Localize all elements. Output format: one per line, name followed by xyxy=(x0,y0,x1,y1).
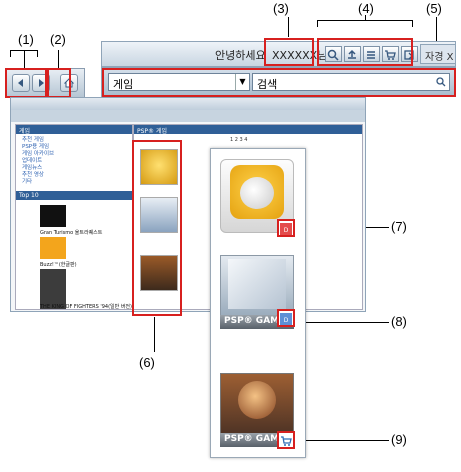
right-panel-head: PSP® 게임 xyxy=(134,125,362,135)
close-button[interactable]: 자경 X xyxy=(420,44,456,64)
demo-badge-1[interactable]: D xyxy=(277,219,295,237)
callout-4: (4) xyxy=(358,1,374,16)
pagination[interactable]: 1 2 3 4 xyxy=(230,137,248,143)
callout-1: (1) xyxy=(18,32,34,47)
highlight-toolbar xyxy=(317,38,413,66)
back-button[interactable] xyxy=(12,74,30,92)
menu-item[interactable]: 게임 아카이브 xyxy=(22,151,55,157)
search-icon[interactable] xyxy=(436,77,446,87)
menu-item[interactable]: 기타 xyxy=(22,179,33,185)
top-bar: 안녕하세요 XXXXXX님! 자경 X xyxy=(101,41,456,67)
game-title-2[interactable]: Buzz!™(한글판) xyxy=(40,262,77,268)
arrow-right-icon xyxy=(39,79,44,87)
callout-6: (6) xyxy=(139,355,155,370)
leader-2 xyxy=(58,50,59,70)
callout-3: (3) xyxy=(273,1,289,16)
category-select[interactable]: 게임 ▼ xyxy=(108,73,250,91)
callout-2: (2) xyxy=(50,32,66,47)
main-window: 게임 추천 게임 PSP용 게임 게임 아카이브 업데이트 게임뉴스 추천 영상… xyxy=(10,97,366,312)
cart-icon xyxy=(385,50,396,60)
toolbar-button-2[interactable] xyxy=(344,46,361,62)
cart-icon xyxy=(281,436,292,446)
menu-item[interactable]: 추천 게임 xyxy=(22,137,44,143)
highlight-thumbnails xyxy=(132,140,182,316)
upload-icon xyxy=(348,49,356,59)
demo-icon: D xyxy=(280,313,292,325)
demo-badge-2[interactable]: D xyxy=(277,309,295,327)
leader-8 xyxy=(297,322,389,323)
chevron-down-icon[interactable]: ▼ xyxy=(235,74,249,90)
top10-head: Top 10 xyxy=(16,191,132,200)
game-title-3[interactable]: THE KING OF FIGHTERS '94(일반 버전) xyxy=(40,304,132,310)
game-thumb-a[interactable] xyxy=(140,149,178,185)
svg-text:D: D xyxy=(284,227,289,234)
psp-game-label-2: PSP® GAME xyxy=(220,315,294,329)
leader-3 xyxy=(288,17,289,37)
username-text[interactable]: XXXXXX님! xyxy=(272,49,332,62)
thumbnail-popup: D PSP® GAME D PSP® GAME xyxy=(210,148,306,458)
highlight-nav xyxy=(5,68,47,98)
toolbar-button-4[interactable] xyxy=(382,46,399,62)
list-icon xyxy=(367,51,375,59)
leader-1 xyxy=(24,50,25,68)
callout-9: (9) xyxy=(391,432,407,447)
game-tile-3[interactable]: PSP® GAME xyxy=(220,373,294,447)
search-bar: 게임 ▼ 검색 xyxy=(101,67,456,97)
leader-4 xyxy=(365,15,366,20)
toolbar-button-5[interactable] xyxy=(401,46,418,62)
search-input[interactable]: 검색 xyxy=(252,73,450,91)
game-thumb-1[interactable] xyxy=(40,205,66,227)
callout-5: (5) xyxy=(426,1,442,16)
menu-item[interactable]: 추천 영상 xyxy=(22,172,44,178)
callout-8: (8) xyxy=(391,314,407,329)
cart-badge[interactable] xyxy=(277,431,295,449)
callout-7: (7) xyxy=(391,219,407,234)
window-search-bar xyxy=(11,110,365,122)
game-title-1[interactable]: Gran Turismo 울트라퀘스트 xyxy=(40,230,103,236)
game-thumb-c[interactable] xyxy=(140,255,178,291)
highlight-home xyxy=(47,68,71,98)
game-thumb-3[interactable] xyxy=(40,269,66,309)
highlight-username xyxy=(264,38,314,66)
menu-item[interactable]: 게임뉴스 xyxy=(22,165,43,171)
game-thumb-b[interactable] xyxy=(140,197,178,233)
demo-icon: D xyxy=(280,223,292,235)
highlight-search xyxy=(102,68,456,97)
leader-9 xyxy=(297,440,389,441)
arrow-left-icon xyxy=(18,79,23,87)
search-placeholder: 검색 xyxy=(257,78,278,91)
search-icon xyxy=(327,49,339,61)
left-panel-head: 게임 xyxy=(16,125,132,135)
svg-text:D: D xyxy=(284,317,289,324)
menu-item[interactable]: 업데이트 xyxy=(22,158,43,164)
category-value: 게임 xyxy=(113,78,134,91)
game-thumb-2[interactable] xyxy=(40,237,66,259)
window-top-bar xyxy=(11,98,365,110)
greeting-text: 안녕하세요 xyxy=(215,49,266,62)
menu-item[interactable]: PSP용 게임 xyxy=(22,144,50,150)
toolbar-button-1[interactable] xyxy=(325,46,342,62)
leader-6 xyxy=(154,317,155,352)
toolbar-button-3[interactable] xyxy=(363,46,380,62)
bracket-4 xyxy=(317,20,413,27)
psp-game-label-3: PSP® GAME xyxy=(220,433,294,447)
left-panel: 게임 추천 게임 PSP용 게임 게임 아카이브 업데이트 게임뉴스 추천 영상… xyxy=(15,124,133,310)
